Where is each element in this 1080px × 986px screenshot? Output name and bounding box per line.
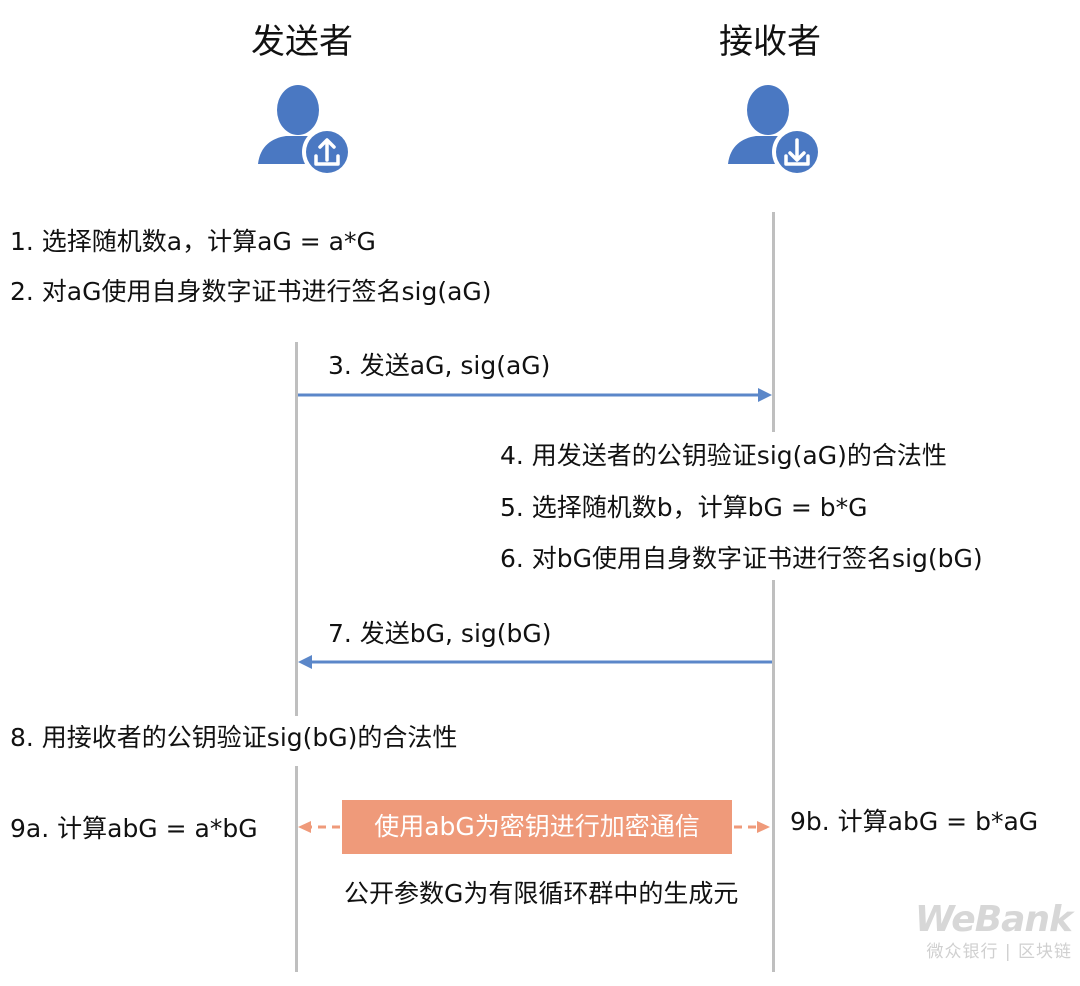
watermark-brand: WeBank bbox=[914, 899, 1073, 940]
receiver-lifeline bbox=[772, 212, 775, 972]
watermark-sub: 微众银行 | 区块链 bbox=[926, 942, 1072, 962]
shared-key-box: 使用abG为密钥进行加密通信 bbox=[342, 800, 732, 854]
receiver-steps-mask bbox=[496, 432, 1080, 580]
step-9b: 9b. 计算abG = b*aG bbox=[790, 807, 1039, 836]
step-8-mask bbox=[0, 716, 560, 766]
webank-watermark: WeBank 微众银行 | 区块链 bbox=[912, 899, 1073, 964]
receiver-title: 接收者 bbox=[719, 22, 821, 62]
arrow-send-aG-head bbox=[758, 388, 772, 402]
user-download-icon bbox=[728, 85, 822, 177]
sender-title: 发送者 bbox=[251, 22, 353, 62]
arrow-label-7: 7. 发送bG, sig(bG) bbox=[328, 619, 552, 648]
arrow-label-3: 3. 发送aG, sig(aG) bbox=[328, 351, 551, 380]
step-5: 5. 选择随机数b，计算bG = b*G bbox=[500, 493, 868, 522]
step-6: 6. 对bG使用自身数字证书进行签名sig(bG) bbox=[500, 544, 983, 573]
step-9a: 9a. 计算abG = a*bG bbox=[10, 814, 258, 843]
sender-lifeline bbox=[295, 342, 298, 972]
generator-note: 公开参数G为有限循环群中的生成元 bbox=[344, 879, 739, 908]
user-upload-icon bbox=[258, 85, 352, 177]
dashed-arrow-left-head bbox=[298, 821, 311, 833]
arrow-send-bG-head bbox=[298, 655, 312, 669]
step-4: 4. 用发送者的公钥验证sig(aG)的合法性 bbox=[500, 441, 947, 470]
step-2: 2. 对aG使用自身数字证书进行签名sig(aG) bbox=[10, 277, 492, 306]
step-1: 1. 选择随机数a，计算aG = a*G bbox=[10, 227, 376, 256]
step-8: 8. 用接收者的公钥验证sig(bG)的合法性 bbox=[10, 723, 458, 752]
dashed-arrow-right-head bbox=[757, 821, 770, 833]
